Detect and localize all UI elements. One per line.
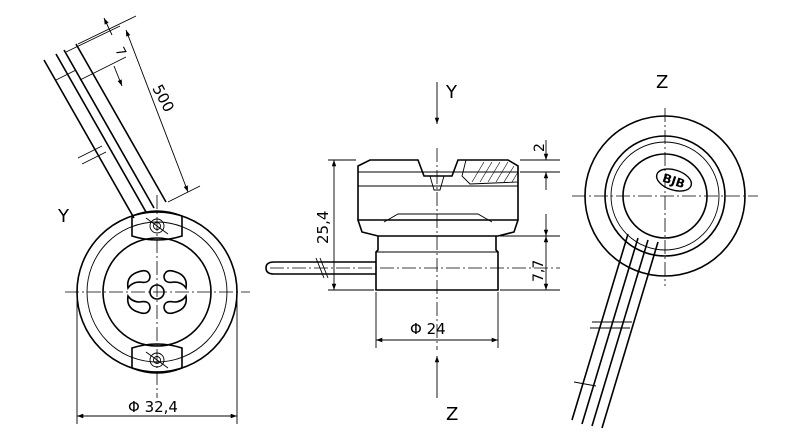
wire-ext-line-top (77, 15, 137, 45)
bottom-screw-slot (145, 351, 169, 369)
top-screw (149, 218, 165, 234)
strip-length-label: 7 (111, 45, 128, 59)
top-offset-label: 2 (532, 143, 548, 152)
upper-body (357, 159, 519, 221)
bottom-mounting-tab (131, 343, 183, 374)
inner-shoulder (383, 213, 493, 223)
pin-slot-upper-left (126, 269, 151, 291)
section-hatch (461, 159, 519, 185)
base-diameter-label: Φ 32,4 (128, 398, 178, 416)
side-view-y-label: Y (445, 82, 458, 103)
left-top-view: 7 500 Y Φ 32,4 (43, 15, 250, 424)
top-screw-slot (145, 217, 169, 235)
lead-wires-side (265, 257, 376, 279)
middle-side-view: Y 25,4 (265, 82, 560, 425)
center-groove (429, 175, 445, 191)
bottom-screw-inner (153, 356, 161, 364)
body-step (357, 219, 519, 237)
top-screw-inner (153, 222, 161, 230)
pin-slot-lower-right (163, 293, 188, 315)
strip-dim-arrow-2 (113, 65, 123, 87)
lower-base (375, 236, 499, 291)
pin-slot-lower-left (126, 293, 151, 315)
right-view-z-label: Z (656, 72, 668, 93)
bottom-screw (149, 352, 165, 368)
right-bottom-view: Z BJB (571, 72, 758, 429)
side-view-z-label: Z (446, 404, 458, 425)
body-diameter-label: Φ 24 (410, 320, 446, 338)
wire-ext-line-bottom (167, 185, 201, 203)
strip-ext-line-2 (79, 56, 127, 81)
outer-ring (76, 211, 238, 373)
top-view-y-label: Y (57, 206, 70, 227)
top-mounting-tab (131, 210, 183, 241)
bjb-logo: BJB (655, 168, 693, 192)
bottom-mid-ring-inner (610, 141, 720, 251)
wire-length-label: 500 (148, 81, 177, 115)
bottom-inner-disc (622, 153, 708, 239)
pin-slot-upper-right (163, 269, 188, 291)
center-contact (149, 284, 165, 300)
lower-height-label: 7,7 (531, 260, 547, 282)
strip-ext-line-1 (65, 25, 121, 53)
bottom-outer-ring (584, 115, 746, 277)
total-height-label: 25,4 (314, 211, 332, 244)
strip-dim-arrow-1 (103, 17, 113, 36)
bottom-mid-ring (604, 135, 726, 257)
lead-wires-right (571, 233, 659, 429)
logo-text: BJB (661, 171, 687, 191)
lead-wires-left (43, 43, 167, 219)
socket-face (102, 237, 212, 347)
wire-length-dim-line (125, 29, 189, 193)
inner-ring (86, 221, 228, 363)
